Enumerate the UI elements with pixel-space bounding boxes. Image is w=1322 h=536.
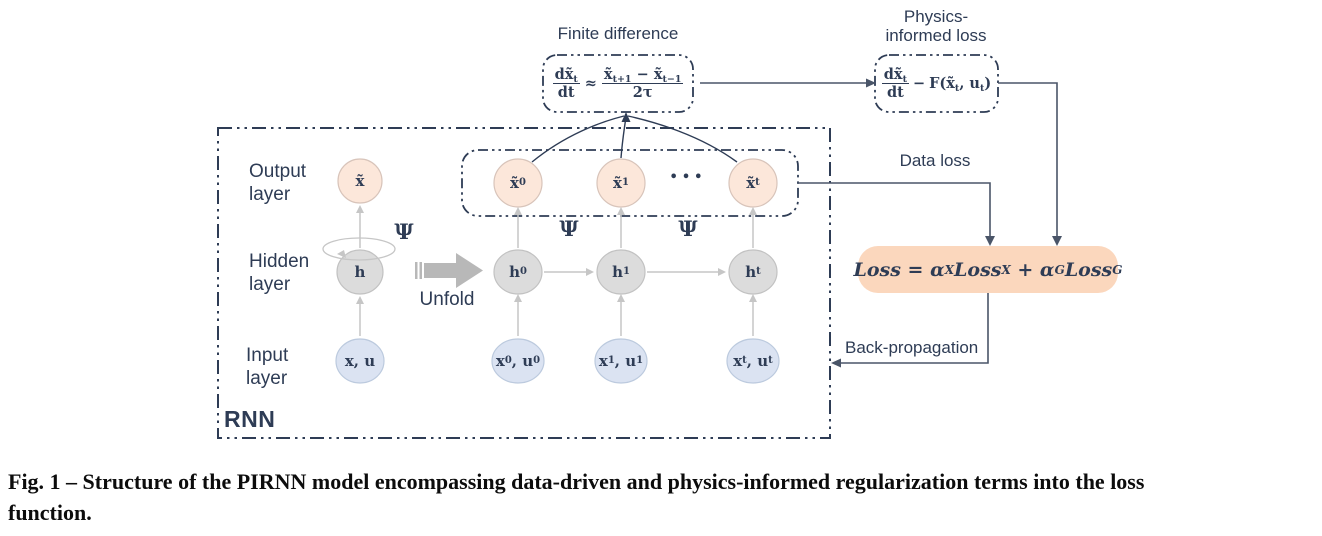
arrowhead-h0-out0 <box>514 207 522 215</box>
node-label-folded-hidden: h <box>354 263 366 281</box>
curve-xt0-to-fd <box>531 115 625 163</box>
fd-approx-sign: ≈ <box>584 75 597 92</box>
curve-xtt-to-fd <box>627 115 738 163</box>
node-label-out0: x̃0 <box>510 174 526 192</box>
pi-to-loss-arrowhead <box>1052 236 1062 246</box>
ellipsis-dots: ••• <box>669 170 707 185</box>
node-label-outt: x̃t <box>746 174 760 192</box>
hidden-layer-label: Hidden layer <box>249 251 310 295</box>
pi-fraction: dx̃t dt <box>881 65 909 101</box>
fd-rhs-fraction: x̃t+1 − x̃t−1 2τ <box>601 65 684 101</box>
physics-informed-formula: dx̃t dt − F(x̃t, ut) <box>877 57 996 110</box>
curve-xt1-to-fd <box>620 116 627 159</box>
arrowhead-h1-ht <box>718 268 726 276</box>
psi-symbol-folded: Ψ <box>394 219 414 244</box>
data-loss-label: Data loss <box>899 151 971 170</box>
output-layer-label: Output layer <box>249 161 307 205</box>
figure-caption: Fig. 1 – Structure of the PIRNN model en… <box>8 466 1318 528</box>
psi-symbol-2: Ψ <box>678 216 698 241</box>
unfold-block-arrow <box>424 253 483 288</box>
finite-difference-formula: dx̃t dt ≈ x̃t+1 − x̃t−1 2τ <box>546 57 690 110</box>
rnn-label: RNN <box>224 406 276 432</box>
arrowhead-folded-hidden-output <box>356 205 364 213</box>
arrowhead-in1-h1 <box>617 294 625 302</box>
physics-informed-label-line1: Physics- <box>903 7 969 26</box>
back-propagation-arrowhead <box>831 358 841 368</box>
pi-function-term: F(x̃t, ut) <box>929 75 992 94</box>
arrowhead-in0-h0 <box>514 294 522 302</box>
pi-minus-sign: − <box>912 75 926 92</box>
finite-difference-label: Finite difference <box>557 24 679 43</box>
unfold-label: Unfold <box>419 289 475 310</box>
data-loss-line <box>798 182 991 237</box>
back-propagation-label: Back-propagation <box>845 338 979 357</box>
figure-caption-line2: function. <box>8 500 92 525</box>
physics-informed-label: Physics- informed loss <box>856 7 1016 45</box>
unfold-arrow-stripe-1 <box>415 262 418 279</box>
input-layer-label: Input layer <box>246 345 289 389</box>
arrowhead-ht-outt <box>749 207 757 215</box>
fd-to-pi-arrowhead <box>866 78 876 88</box>
fd-input-arrowhead <box>621 112 631 122</box>
unfold-arrow-stripe-2 <box>419 262 422 279</box>
node-label-out1: x̃1 <box>613 174 629 192</box>
pi-to-loss-line <box>998 82 1058 237</box>
data-loss-arrowhead <box>985 236 995 246</box>
node-label-folded-output: x̃ <box>355 172 365 190</box>
arrowhead-folded-input-hidden <box>356 296 364 304</box>
arrowhead-int-ht <box>749 294 757 302</box>
fd-lhs-fraction: dx̃t dt <box>552 65 580 101</box>
arrowhead-h1-out1 <box>617 207 625 215</box>
psi-symbol-1: Ψ <box>559 216 579 241</box>
figure-caption-line1: Fig. 1 – Structure of the PIRNN model en… <box>8 469 1145 494</box>
arrowhead-h0-h1 <box>586 268 594 276</box>
node-label-folded-input: x, u <box>344 352 376 370</box>
physics-informed-label-line2: informed loss <box>885 26 987 45</box>
